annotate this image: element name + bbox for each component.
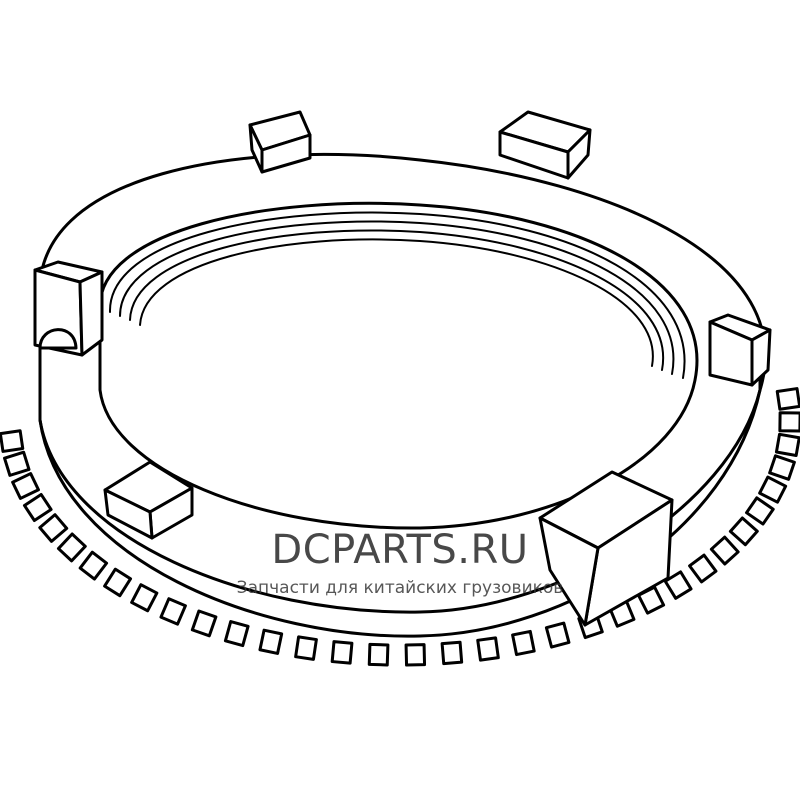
cone-groove-3 (129, 229, 665, 371)
gear-tooth (663, 570, 693, 600)
gear-tooth (367, 642, 390, 667)
lug-top-left (248, 110, 312, 174)
gear-tooth (728, 516, 759, 547)
gear-teeth (0, 387, 800, 667)
gear-tooth (159, 597, 187, 626)
gear-tooth (11, 472, 40, 500)
gear-tooth (774, 432, 800, 457)
gear-tooth (330, 640, 354, 665)
lug-top-right (498, 110, 592, 180)
lug-bottom-left (103, 460, 194, 540)
gear-tooth (775, 387, 800, 411)
gear-tooth (511, 629, 536, 657)
cone-groove-1 (108, 211, 686, 379)
gear-tooth (745, 496, 775, 526)
gear-tooth (0, 429, 25, 453)
gear-tooth (223, 620, 250, 648)
cone-groove-2 (119, 220, 675, 375)
gear-tooth (476, 636, 500, 662)
gear-tooth (440, 640, 464, 666)
lug-left (33, 260, 104, 357)
lug-right (708, 313, 772, 387)
gear-tooth (190, 609, 218, 638)
gear-tooth (258, 628, 284, 655)
gear-tooth (544, 621, 571, 649)
gear-tooth (3, 450, 31, 477)
gear-tooth (38, 513, 69, 543)
gear-tooth (22, 492, 53, 522)
gear-tooth (404, 643, 427, 667)
gear-tooth (294, 635, 318, 661)
gear-tooth (778, 411, 800, 433)
gear-tooth (103, 567, 133, 598)
gear-tooth (709, 535, 740, 566)
gear-tooth (768, 454, 796, 481)
cone-groove-4 (139, 238, 654, 367)
ring-inner-edge (98, 201, 699, 530)
gear-tooth (78, 550, 109, 581)
gear-tooth (758, 475, 788, 504)
lug-bottom-right (538, 470, 674, 627)
ring-rim-side (38, 388, 762, 638)
gear-tooth (130, 583, 159, 613)
gear-tooth (688, 553, 718, 584)
gear-tooth (56, 532, 87, 563)
